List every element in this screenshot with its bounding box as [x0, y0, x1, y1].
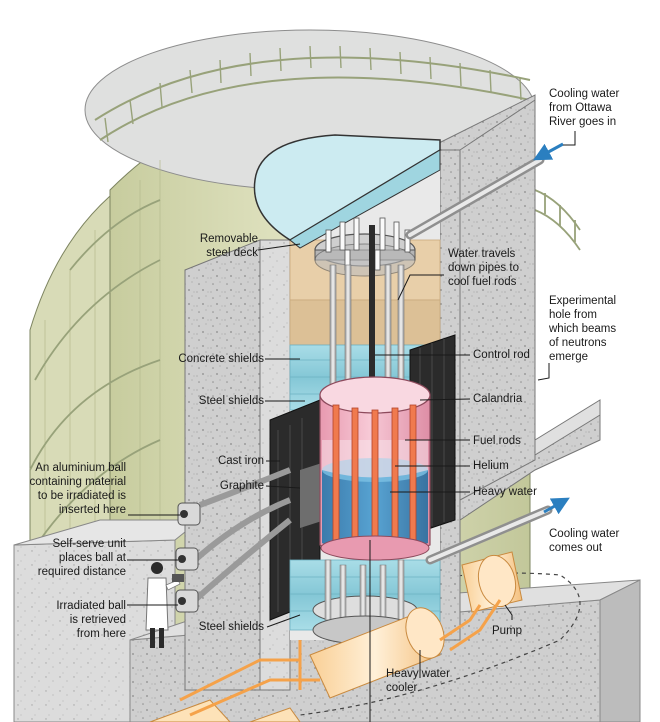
outlet-pipe [425, 505, 553, 565]
label-water-travels: Water travels down pipes to cool fuel ro… [448, 248, 519, 288]
outflow-arrow-icon [543, 497, 570, 515]
leader-lines [127, 131, 576, 722]
inflow-arrow-icon [533, 142, 564, 161]
flow-arrows [533, 142, 570, 515]
label-irradiated-ball: Irradiated ball is retrieved from here [56, 600, 126, 640]
roof-railing [94, 45, 531, 143]
label-cooling-water-in: Cooling water from Ottawa River goes in [549, 88, 620, 128]
label-cooling-water-out: Cooling water comes out [549, 528, 620, 554]
removable-steel-deck [253, 134, 441, 249]
label-calandria: Calandria [473, 393, 523, 405]
label-control-rod: Control rod [473, 349, 530, 361]
side-railing-right [534, 189, 581, 251]
label-heavy-water-cooler: Heavy water cooler [386, 668, 450, 694]
label-heavy-water: Heavy water [473, 486, 537, 498]
label-helium: Helium [473, 460, 509, 472]
pump [461, 551, 523, 613]
calandria [319, 376, 431, 561]
label-experimental-hole: Experimental hole from which beams of ne… [549, 295, 617, 363]
label-graphite: Graphite [219, 480, 264, 492]
label-steel-shields-lower: Steel shields [198, 621, 264, 633]
label-removable-steel-deck: Removable steel deck [199, 233, 258, 259]
irradiation-units [175, 467, 292, 613]
scientist-figure [145, 562, 184, 648]
label-aluminium-ball: An aluminium ball containing material to… [29, 462, 126, 516]
orange-pipes [179, 599, 502, 717]
label-cast-iron: Cast iron [217, 455, 264, 467]
label-fuel-rods: Fuel rods [473, 435, 521, 447]
label-pump: Pump [492, 625, 523, 637]
label-concrete-shields: Concrete shields [178, 353, 264, 365]
side-railing-left [29, 199, 161, 541]
label-self-serve-unit: Self-serve unit places ball at required … [37, 538, 126, 578]
label-steel-shields-upper: Steel shields [198, 395, 264, 407]
